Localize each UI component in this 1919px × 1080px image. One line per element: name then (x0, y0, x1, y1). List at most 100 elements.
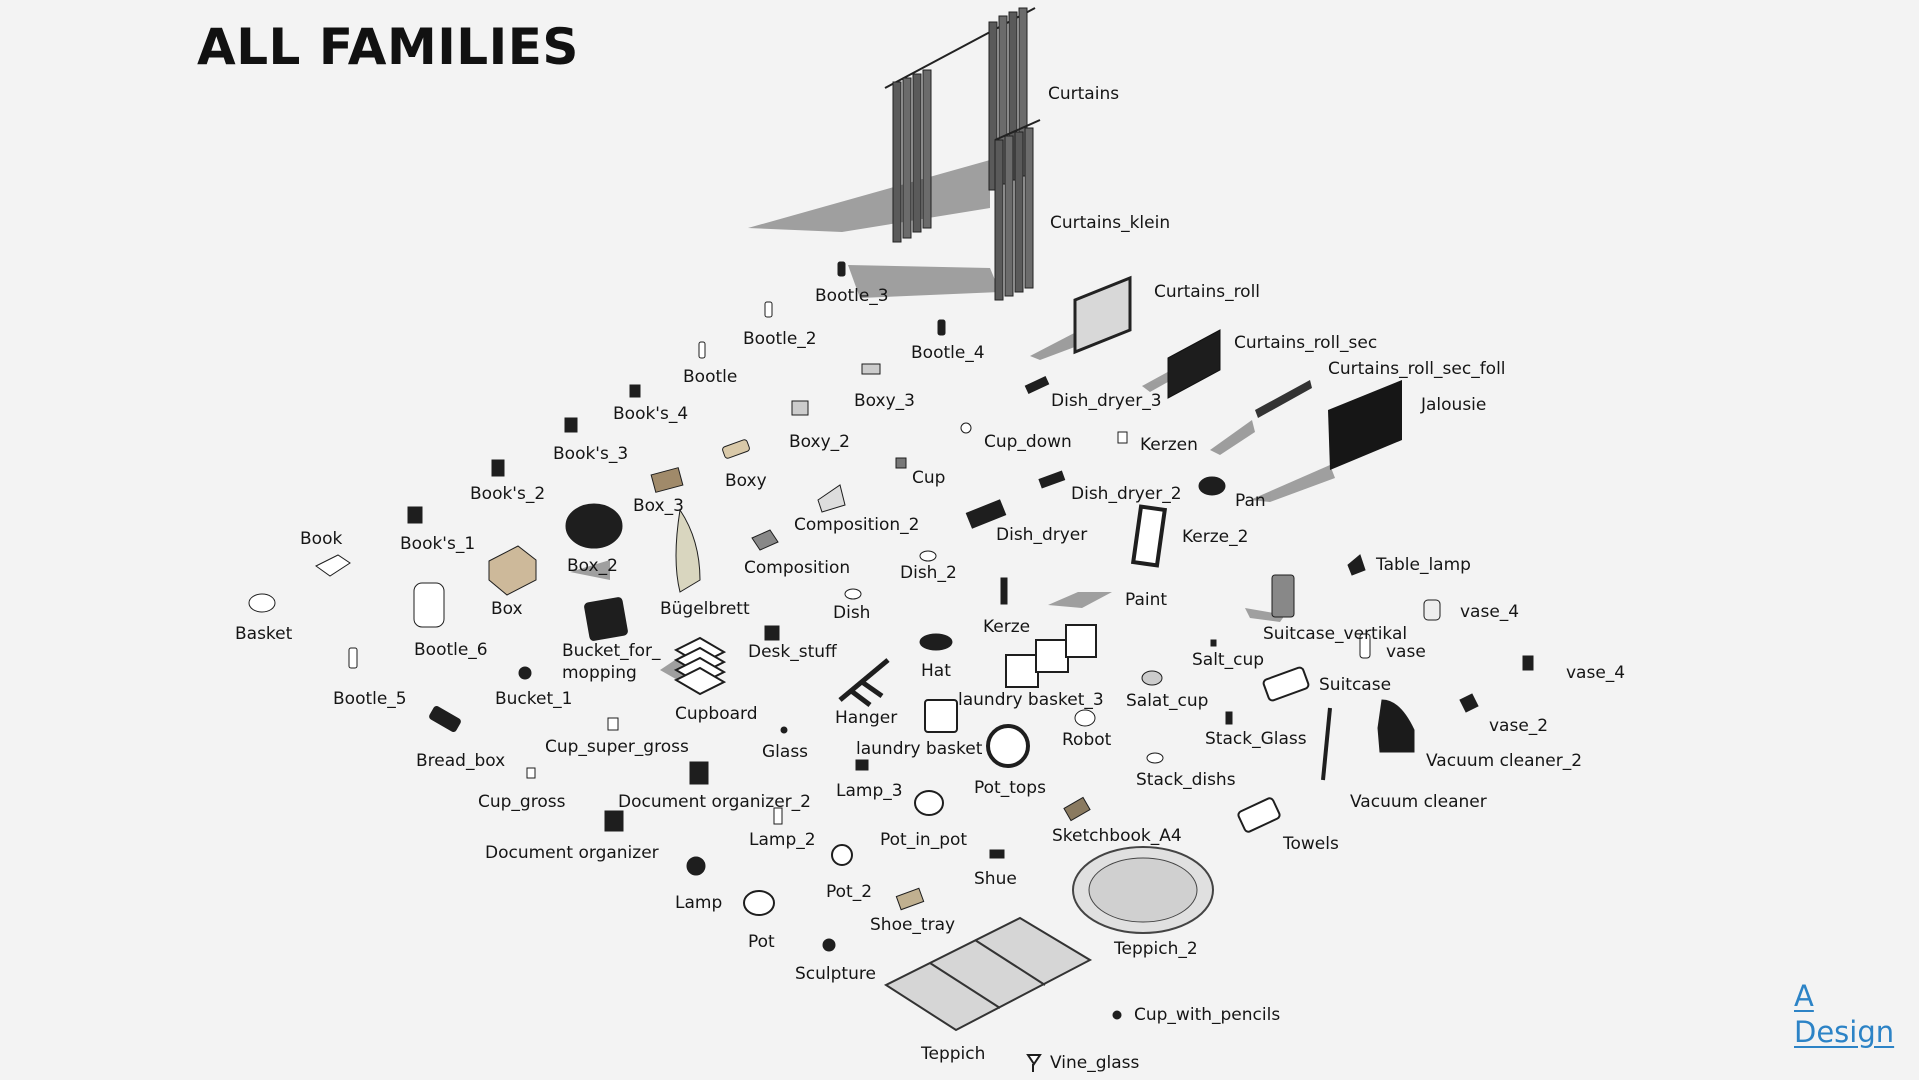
dish-dryer-3-icon (1024, 376, 1050, 394)
label-salt-cup: Salt_cup (1192, 650, 1265, 670)
label-vacuum-cleaner-2: Vacuum cleaner_2 (1426, 751, 1583, 771)
bucket-1-icon (518, 666, 532, 680)
bootle-3-icon (837, 261, 846, 277)
laundry-basket-icon (924, 699, 958, 733)
label-salat-cup: Salat_cup (1126, 691, 1209, 711)
books-3-icon (564, 417, 578, 433)
label-box: Box (491, 599, 523, 619)
vase-4a-icon (1423, 599, 1441, 621)
label-towels: Towels (1283, 834, 1339, 854)
boxy-2-icon (791, 400, 809, 416)
dish-dryer-icon (965, 499, 1007, 529)
jalousie-shadow (1250, 465, 1335, 502)
label-kerze-2: Kerze_2 (1182, 527, 1249, 547)
label-basket: Basket (235, 624, 293, 644)
label-bootle-2: Bootle_2 (743, 329, 817, 349)
label-books-2: Book's_2 (470, 484, 546, 504)
label-laundry-basket-3: laundry basket_3 (958, 690, 1104, 710)
label-box-3: Box_3 (633, 496, 684, 516)
label-vase-4a: vase_4 (1460, 602, 1520, 622)
label-sketchbook-a4: Sketchbook_A4 (1052, 826, 1182, 846)
bootle-5-icon (348, 647, 358, 669)
label-teppich: Teppich (921, 1044, 986, 1064)
label-vase-2: vase_2 (1489, 716, 1549, 736)
label-lamp: Lamp (675, 893, 723, 913)
buegelbrett-icon (675, 508, 701, 593)
label-vase: vase (1386, 642, 1426, 662)
vase-4b-icon (1522, 655, 1534, 671)
label-bootle-5: Bootle_5 (333, 689, 407, 709)
label-cup-super-gross: Cup_super_gross (545, 737, 689, 757)
label-dish-2: Dish_2 (900, 563, 957, 583)
label-curtains: Curtains (1048, 84, 1120, 104)
label-jalousie: Jalousie (1421, 395, 1487, 415)
label-box-2: Box_2 (567, 556, 618, 576)
bootle-4-icon (937, 319, 946, 336)
label-pot-tops: Pot_tops (974, 778, 1046, 798)
books-2-icon (491, 459, 505, 477)
cup-super-gross-icon (607, 717, 619, 731)
glass-icon (780, 726, 788, 734)
dish-2-icon (919, 550, 937, 562)
label-bootle-6: Bootle_6 (414, 640, 488, 660)
shue-icon (989, 849, 1005, 859)
sketchbook-a4-icon (1063, 796, 1091, 822)
label-document-organizer: Document organizer (485, 843, 659, 863)
pot-icon (743, 890, 775, 916)
label-curtains-roll-sec-foll: Curtains_roll_sec_foll (1328, 359, 1506, 379)
curtains-roll-shadow (1030, 330, 1080, 360)
desk-stuff-icon (764, 625, 780, 641)
lamp-3-icon (855, 759, 869, 771)
shoe-tray-icon (895, 887, 925, 911)
label-shue: Shue (974, 869, 1017, 889)
label-document-organizer-2: Document organizer_2 (618, 792, 811, 812)
label-bootle-4: Bootle_4 (911, 343, 985, 363)
page-title: ALL FAMILIES (197, 18, 579, 76)
label-curtains-klein: Curtains_klein (1050, 213, 1171, 233)
label-bootle: Bootle (683, 367, 738, 387)
label-desk-stuff: Desk_stuff (748, 642, 837, 662)
label-books-4: Book's_4 (613, 404, 689, 424)
hanger-icon (838, 658, 890, 707)
label-kerzen: Kerzen (1140, 435, 1198, 455)
vacuum-cleaner-2-icon (1377, 699, 1415, 753)
label-suitcase-vertikal: Suitcase_vertikal (1263, 624, 1408, 644)
label-bucket-1: Bucket_1 (495, 689, 573, 709)
bootle-6-icon (413, 582, 445, 628)
basket-icon (248, 593, 276, 613)
curtains-roll-sec-foll-icon (1255, 380, 1312, 418)
bootle-2-icon (764, 301, 773, 318)
label-laundry-basket: laundry basket (856, 739, 983, 759)
vacuum-cleaner-icon (1321, 707, 1332, 781)
curtains-roll-icon (1073, 275, 1132, 355)
label-stack-glass: Stack_Glass (1205, 729, 1307, 749)
brand-logo[interactable]: A Design (1794, 978, 1894, 1050)
label-curtains-roll-sec: Curtains_roll_sec (1234, 333, 1378, 353)
label-composition-2: Composition_2 (794, 515, 920, 535)
cup-gross-icon (526, 767, 536, 779)
bootle-icon (698, 341, 706, 359)
label-cup-down: Cup_down (984, 432, 1072, 452)
cup-icon (895, 457, 907, 469)
pan-icon (1198, 476, 1226, 496)
label-composition: Composition (744, 558, 851, 578)
label-mopping: mopping (562, 663, 637, 683)
kerzen-icon (1117, 431, 1128, 444)
items-icons (248, 261, 1534, 1072)
label-bucket-for: Bucket_for_ (562, 641, 661, 661)
label-bread-box: Bread_box (416, 751, 506, 771)
document-organizer-2-icon (689, 761, 709, 785)
boxy-3-icon (861, 363, 881, 375)
label-kerze: Kerze (983, 617, 1031, 637)
vase-2-icon (1459, 693, 1479, 713)
label-cupboard: Cupboard (675, 704, 758, 724)
table-lamp-icon (1347, 554, 1366, 576)
label-robot: Robot (1062, 730, 1112, 750)
label-buegelbrett: Bügelbrett (660, 599, 750, 619)
document-organizer-icon (604, 810, 624, 832)
robot-icon (1074, 709, 1096, 727)
label-pot-in-pot: Pot_in_pot (880, 830, 968, 850)
label-books-3: Book's_3 (553, 444, 629, 464)
salt-cup-icon (1210, 639, 1217, 647)
